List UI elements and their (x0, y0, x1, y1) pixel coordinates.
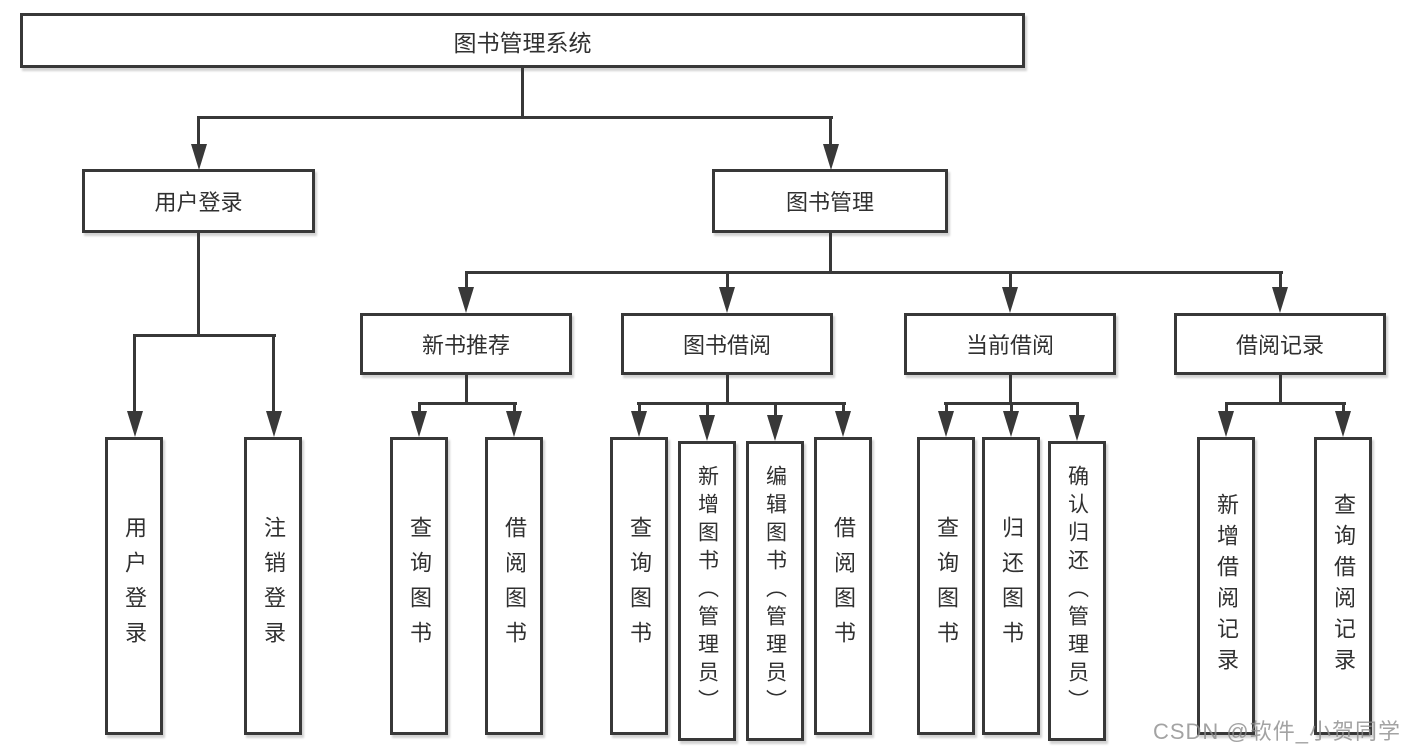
node-label: 查询借阅记录 (1331, 493, 1356, 679)
edge-book-mgmt-stem (829, 231, 832, 274)
edge-root-bar (197, 116, 833, 119)
node-label: 注销登录 (261, 516, 286, 656)
node-label: 图书管理系统 (453, 29, 592, 56)
arrow-down-icon (1218, 411, 1234, 437)
node-label: 新增图书（管理员） (695, 465, 719, 717)
arrow-down-icon (631, 411, 647, 437)
edge-current-borrow-stem (1009, 373, 1012, 405)
edge-to-leaf-user-login (133, 334, 136, 414)
node-leaf-borrow-book-2: 借阅图书 (814, 437, 872, 735)
arrow-down-icon (699, 415, 715, 441)
arrow-down-icon (835, 411, 851, 437)
node-leaf-add-book-admin: 新增图书（管理员） (678, 441, 736, 741)
node-label: 新书推荐 (421, 333, 510, 358)
edge-to-leaf-logout (272, 334, 275, 414)
node-label: 当前借阅 (965, 333, 1054, 358)
node-borrow-record: 借阅记录 (1174, 313, 1386, 375)
node-leaf-user-login: 用户登录 (105, 437, 163, 735)
node-label: 借阅图书 (502, 516, 527, 656)
edge-to-query-book-1 (418, 402, 421, 414)
arrow-down-icon (767, 415, 783, 441)
edge-to-query-book-2 (638, 402, 641, 414)
arrow-down-icon (823, 144, 839, 170)
arrow-down-icon (938, 411, 954, 437)
node-label: 图书借阅 (682, 333, 771, 358)
node-leaf-return-book: 归还图书 (982, 437, 1040, 735)
edge-book-borrow-stem (726, 373, 729, 405)
edge-book-borrow-bar (637, 402, 846, 405)
arrow-down-icon (411, 411, 427, 437)
edge-root-stem (521, 66, 524, 119)
edge-user-login-stem (197, 231, 200, 337)
edge-to-borrow-book-2 (842, 402, 845, 414)
edge-to-book-mgmt (829, 116, 832, 146)
node-label: 查询图书 (407, 516, 432, 656)
node-leaf-confirm-return-admin: 确认归还（管理员） (1048, 441, 1106, 741)
arrow-down-icon (127, 411, 143, 437)
node-leaf-query-book-1: 查询图书 (390, 437, 448, 735)
arrow-down-icon (1272, 287, 1288, 313)
node-leaf-add-borrow-record: 新增借阅记录 (1197, 437, 1255, 735)
node-label: 查询图书 (627, 516, 652, 656)
edge-to-add-book (706, 402, 709, 418)
arrow-down-icon (191, 144, 207, 170)
node-label: 编辑图书（管理员） (763, 465, 787, 717)
node-leaf-query-book-2: 查询图书 (610, 437, 668, 735)
edge-user-login-bar (133, 334, 276, 337)
edge-to-add-borrow-record (1225, 402, 1228, 414)
edge-to-user-login (197, 116, 200, 146)
node-label: 用户登录 (154, 190, 243, 215)
arrow-down-icon (1003, 411, 1019, 437)
node-label: 借阅图书 (831, 516, 856, 656)
arrow-down-icon (458, 287, 474, 313)
arrow-down-icon (1002, 287, 1018, 313)
node-label: 归还图书 (999, 516, 1024, 656)
edge-to-borrow-record (1279, 271, 1282, 291)
node-label: 借阅记录 (1235, 333, 1324, 358)
edge-to-return-book (1010, 402, 1013, 414)
edge-borrow-record-stem (1279, 373, 1282, 405)
node-user-login: 用户登录 (82, 169, 315, 233)
node-new-book-recommend: 新书推荐 (360, 313, 572, 375)
edge-new-book-rec-stem (465, 373, 468, 405)
edge-book-mgmt-bar (465, 271, 1283, 274)
node-leaf-logout: 注销登录 (244, 437, 302, 735)
edge-new-book-rec-bar (418, 402, 517, 405)
node-book-borrow: 图书借阅 (621, 313, 833, 375)
node-label: 图书管理 (785, 190, 874, 215)
edge-borrow-record-bar (1225, 402, 1346, 405)
node-leaf-borrow-book-1: 借阅图书 (485, 437, 543, 735)
node-current-borrow: 当前借阅 (904, 313, 1116, 375)
edge-to-query-borrow-record (1342, 402, 1345, 414)
node-label: 新增借阅记录 (1214, 493, 1239, 679)
edge-to-confirm-return (1076, 402, 1079, 418)
node-leaf-query-borrow-record: 查询借阅记录 (1314, 437, 1372, 735)
arrow-down-icon (1335, 411, 1351, 437)
arrow-down-icon (266, 411, 282, 437)
node-label: 查询图书 (934, 516, 959, 656)
edge-to-borrow-book-1 (513, 402, 516, 414)
edge-to-book-borrow (726, 271, 729, 291)
node-label: 确认归还（管理员） (1065, 465, 1089, 717)
arrow-down-icon (719, 287, 735, 313)
edge-to-query-book-3 (945, 402, 948, 414)
arrow-down-icon (1069, 415, 1085, 441)
node-label: 用户登录 (122, 516, 147, 656)
node-book-management: 图书管理 (712, 169, 948, 233)
arrow-down-icon (506, 411, 522, 437)
edge-to-new-book-rec (465, 271, 468, 291)
node-leaf-query-book-3: 查询图书 (917, 437, 975, 735)
node-leaf-edit-book-admin: 编辑图书（管理员） (746, 441, 804, 741)
edge-to-current-borrow (1009, 271, 1012, 291)
edge-to-edit-book (774, 402, 777, 418)
node-library-management-system: 图书管理系统 (20, 13, 1025, 68)
csdn-watermark: CSDN @软件_小贺同学 (1152, 719, 1401, 744)
